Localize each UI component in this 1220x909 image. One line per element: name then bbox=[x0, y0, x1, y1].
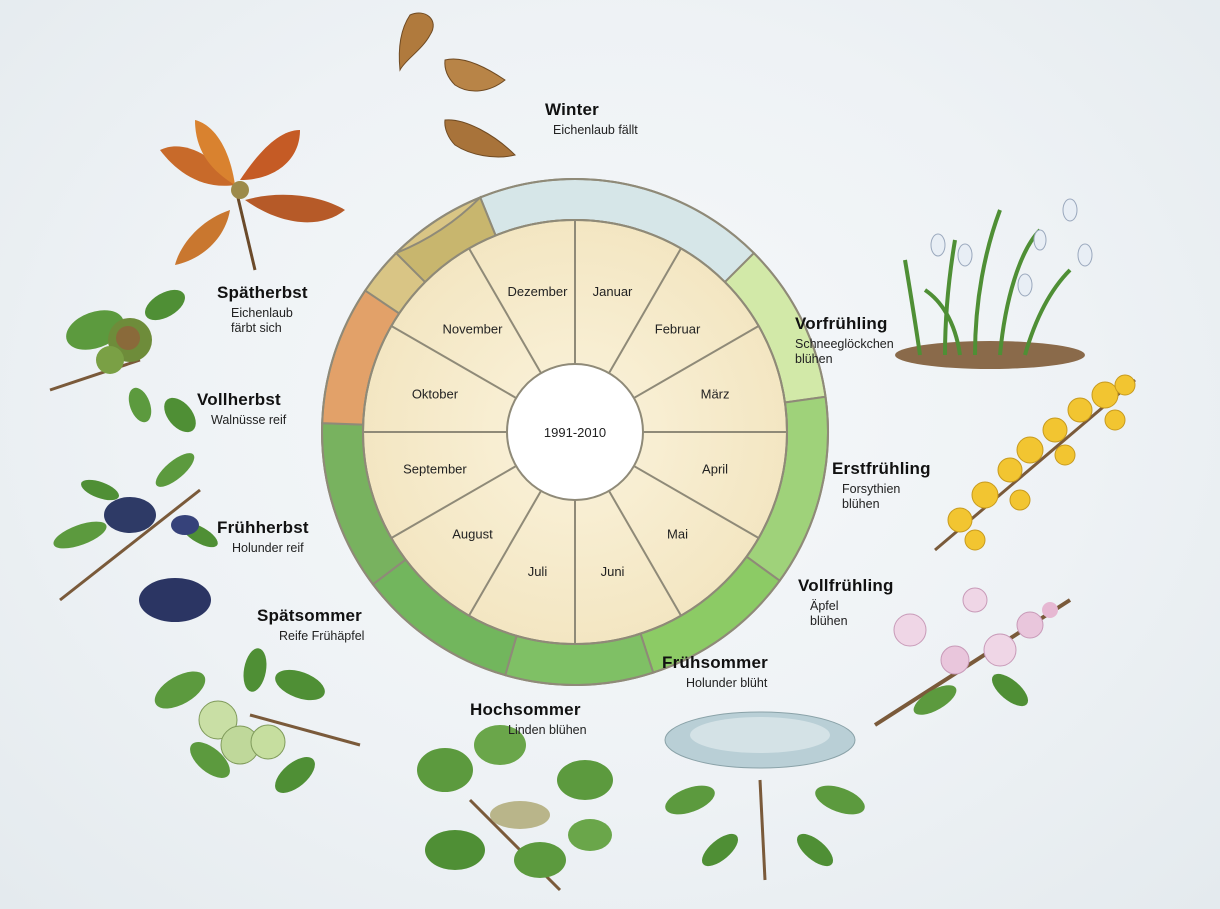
autumn-oak-branch-illustration bbox=[160, 120, 345, 270]
season-event: Forsythien blühen bbox=[832, 482, 912, 512]
apple-blossom-branch-illustration bbox=[875, 588, 1070, 725]
month-label: Oktober bbox=[412, 386, 459, 401]
season-title: Winter bbox=[545, 100, 638, 120]
month-label: Januar bbox=[593, 284, 633, 299]
season-title: Frühsommer bbox=[662, 653, 768, 673]
month-label: November bbox=[442, 321, 503, 336]
forsythia-branch-illustration bbox=[935, 375, 1135, 550]
month-label: Mai bbox=[667, 527, 688, 542]
season-event: Linden blühen bbox=[470, 723, 587, 738]
season-title: Hochsommer bbox=[470, 700, 587, 720]
oak-leaves-falling-illustration bbox=[399, 13, 515, 157]
season-title: Vorfrühling bbox=[795, 314, 925, 334]
season-label-vollherbst: Vollherbst Walnüsse reif bbox=[197, 390, 291, 428]
month-label: Juli bbox=[528, 564, 548, 579]
season-title: Spätherbst bbox=[217, 283, 311, 303]
month-label: März bbox=[701, 386, 730, 401]
month-label: September bbox=[403, 462, 467, 477]
season-label-vorfruehling: Vorfrühling Schneeglöckchen blühen bbox=[795, 314, 925, 367]
season-label-erstfruehling: Erstfrühling Forsythien blühen bbox=[832, 459, 931, 512]
season-event: Reife Frühäpfel bbox=[257, 629, 364, 644]
elder-blossom-illustration bbox=[661, 712, 868, 880]
elderberry-ripe-illustration bbox=[50, 448, 221, 622]
month-label: August bbox=[452, 527, 493, 542]
season-event: Eichenlaub fällt bbox=[545, 123, 638, 138]
season-title: Vollfrühling bbox=[798, 576, 894, 596]
season-title: Vollherbst bbox=[197, 390, 291, 410]
season-title: Frühherbst bbox=[217, 518, 309, 538]
linden-branch-illustration bbox=[417, 725, 613, 890]
season-label-fruehherbst: Frühherbst Holunder reif bbox=[217, 518, 309, 556]
season-event: Eichenlaub färbt sich bbox=[217, 306, 311, 336]
season-label-hochsommer: Hochsommer Linden blühen bbox=[470, 700, 587, 738]
season-title: Spätsommer bbox=[257, 606, 364, 626]
season-event: Walnüsse reif bbox=[197, 413, 291, 428]
season-label-fruehsommer: Frühsommer Holunder blüht bbox=[662, 653, 768, 691]
season-label-winter: Winter Eichenlaub fällt bbox=[545, 100, 638, 138]
early-apples-illustration bbox=[149, 646, 360, 799]
month-label: Juni bbox=[601, 564, 625, 579]
season-label-spaetsommer: Spätsommer Reife Frühäpfel bbox=[257, 606, 364, 644]
month-label: Februar bbox=[655, 321, 701, 336]
season-title: Erstfrühling bbox=[832, 459, 931, 479]
season-label-vollfruehling: Vollfrühling Äpfel blühen bbox=[798, 576, 894, 629]
center-year-label: 1991-2010 bbox=[544, 425, 606, 440]
season-event: Schneeglöckchen blühen bbox=[795, 337, 925, 367]
season-event: Holunder blüht bbox=[662, 676, 768, 691]
month-label: Dezember bbox=[507, 284, 568, 299]
walnut-branch-illustration bbox=[50, 284, 202, 438]
season-event: Äpfel blühen bbox=[798, 599, 860, 629]
month-label: April bbox=[702, 462, 728, 477]
season-event: Holunder reif bbox=[217, 541, 309, 556]
season-label-spaetherbst: Spätherbst Eichenlaub färbt sich bbox=[217, 283, 311, 336]
